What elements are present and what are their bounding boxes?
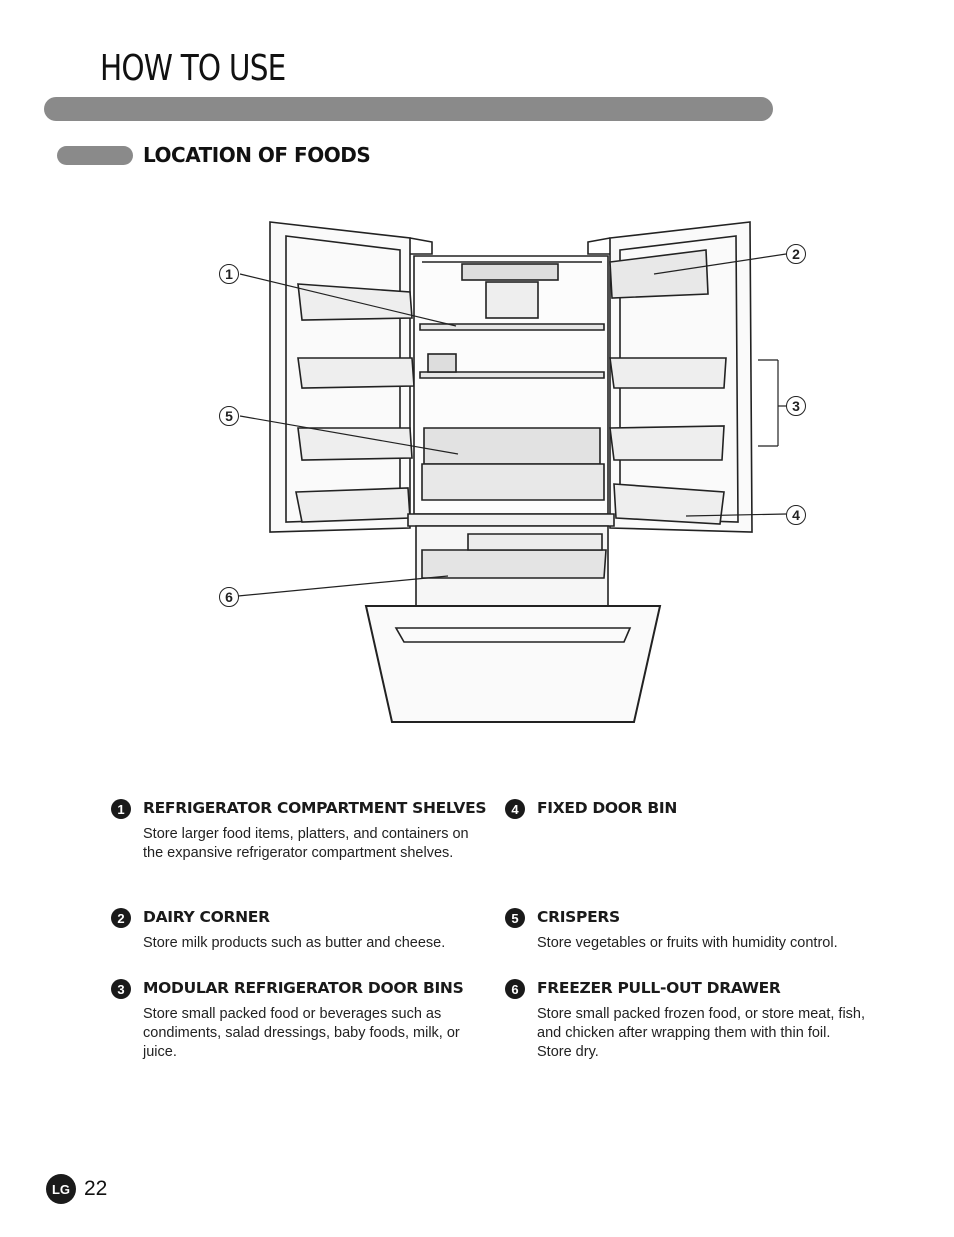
item-number: 2: [111, 908, 131, 928]
callout-5: 5: [219, 406, 239, 426]
callout-4: 4: [786, 505, 806, 525]
page-title: HOW TO USE: [100, 48, 286, 89]
refrigerator-diagram: [237, 221, 787, 723]
item-heading: MODULAR REFRIGERATOR DOOR BINS: [143, 979, 464, 997]
lg-logo-icon: LG: [46, 1174, 76, 1204]
item-heading: DAIRY CORNER: [143, 908, 270, 926]
callout-1: 1: [219, 264, 239, 284]
item-heading: REFRIGERATOR COMPARTMENT SHELVES: [143, 799, 487, 817]
item-number: 1: [111, 799, 131, 819]
item-number: 3: [111, 979, 131, 999]
item-description: Store small packed food or beverages suc…: [143, 1006, 460, 1060]
item-description: Store small packed frozen food, or store…: [537, 1006, 866, 1060]
item-heading: FIXED DOOR BIN: [537, 799, 678, 817]
item-description: Store milk products such as butter and c…: [143, 935, 446, 951]
item-number: 6: [505, 979, 525, 999]
item-heading: CRISPERS: [537, 908, 620, 926]
section-pill: [57, 146, 133, 165]
page-number: 22: [84, 1177, 108, 1200]
callout-3: 3: [786, 396, 806, 416]
item-number: 5: [505, 908, 525, 928]
section-title: LOCATION OF FOODS: [143, 143, 371, 167]
callout-6: 6: [219, 587, 239, 607]
item-number: 4: [505, 799, 525, 819]
item-description: Store vegetables or fruits with humidity…: [537, 935, 838, 951]
title-bar: [44, 97, 773, 121]
item-description: Store larger food items, platters, and c…: [143, 826, 469, 861]
item-heading: FREEZER PULL-OUT DRAWER: [537, 979, 781, 997]
callout-2: 2: [786, 244, 806, 264]
